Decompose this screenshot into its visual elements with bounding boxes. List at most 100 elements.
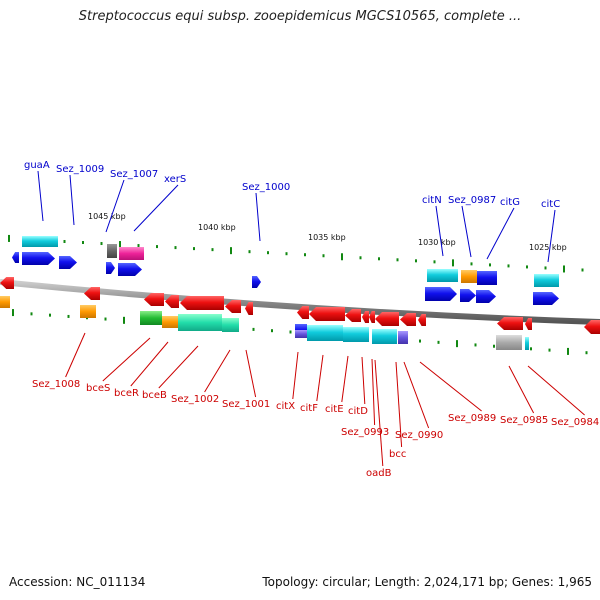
gene-label-Sez_0990[interactable]: Sez_0990 [395,430,443,441]
gene-feature[interactable] [12,252,19,263]
gene-label-guaA[interactable]: guaA [24,160,50,171]
gene-label-Sez_0985[interactable]: Sez_0985 [500,415,548,426]
gene-label-citC[interactable]: citC [541,199,560,210]
gene-feature[interactable] [362,311,369,323]
gene-feature[interactable] [525,318,532,330]
gene-feature[interactable] [534,274,559,287]
leader-line [158,345,199,389]
gene-feature[interactable] [59,256,77,269]
gene-label-Sez_1009[interactable]: Sez_1009 [56,164,104,175]
gene-feature[interactable] [425,287,457,301]
gene-feature[interactable] [477,271,497,285]
ruler-tick [30,312,33,316]
gene-label-citX[interactable]: citX [276,401,295,412]
gene-label-Sez_1008[interactable]: Sez_1008 [32,379,80,390]
gene-feature[interactable] [418,314,426,326]
gene-feature[interactable] [225,300,241,313]
ruler-tick [493,344,495,348]
leader-line [547,209,556,263]
gene-feature[interactable] [525,337,529,350]
gene-feature[interactable] [252,276,261,288]
ruler-tick [415,259,417,263]
gene-feature[interactable] [80,305,96,318]
topology-info: Topology: circular; Length: 2,024,171 bp… [262,575,592,589]
gene-label-Sez_0989[interactable]: Sez_0989 [448,413,496,424]
gene-feature[interactable] [460,289,476,302]
gene-feature[interactable] [84,287,100,300]
gene-feature[interactable] [295,330,307,338]
gene-feature[interactable] [369,311,375,323]
gene-feature[interactable] [497,317,523,330]
ruler-tick [341,253,343,261]
gene-label-Sez_1002[interactable]: Sez_1002 [171,394,219,405]
gene-label-citF[interactable]: citF [300,403,318,414]
gene-label-bceB[interactable]: bceB [142,390,167,401]
ruler-tick [563,265,565,273]
gene-label-Sez_1001[interactable]: Sez_1001 [222,399,270,410]
gene-feature[interactable] [162,316,178,328]
gene-feature[interactable] [372,329,397,344]
gene-feature[interactable] [343,327,369,342]
gene-label-citG[interactable]: citG [500,197,520,208]
gene-label-bcc[interactable]: bcc [389,449,406,460]
gene-feature[interactable] [22,252,55,265]
gene-feature[interactable] [375,312,399,326]
leader-line [461,205,472,258]
gene-feature[interactable] [427,269,458,282]
ruler-tick [548,348,551,352]
gene-feature[interactable] [0,277,14,289]
gene-label-citD[interactable]: citD [348,406,368,417]
leader-line [133,184,179,232]
gene-feature[interactable] [106,262,115,274]
gene-label-Sez_0984[interactable]: Sez_0984 [551,417,599,428]
gene-feature[interactable] [461,270,477,283]
gene-label-Sez_0993[interactable]: Sez_0993 [341,427,389,438]
ruler-tick [67,314,70,318]
gene-label-bceR[interactable]: bceR [114,388,139,399]
gene-feature[interactable] [496,335,522,350]
gene-label-Sez_0987[interactable]: Sez_0987 [448,195,496,206]
gene-label-citN[interactable]: citN [422,195,442,206]
gene-feature[interactable] [165,295,179,308]
gene-feature[interactable] [0,296,10,308]
gene-label-bceS[interactable]: bceS [86,383,110,394]
leader-line [361,356,366,405]
gene-feature[interactable] [309,307,345,321]
gene-feature[interactable] [345,309,361,322]
gene-feature[interactable] [476,290,496,303]
gene-label-Sez_1000[interactable]: Sez_1000 [242,182,290,193]
ruler-tick [289,330,292,334]
leader-line [65,332,86,378]
leader-line [435,205,444,257]
ruler-label: 1040 kbp [198,223,236,232]
gene-feature[interactable] [178,314,222,331]
ruler-tick [530,347,532,351]
gene-feature[interactable] [584,320,600,334]
gene-feature[interactable] [144,293,164,306]
ruler-tick [585,351,588,355]
gene-feature[interactable] [533,292,559,305]
ruler-tick [507,264,510,268]
gene-feature[interactable] [400,313,416,326]
ruler-label: 1030 kbp [418,238,456,247]
gene-feature[interactable] [398,331,408,344]
gene-feature[interactable] [22,236,58,247]
gene-feature[interactable] [297,306,309,319]
gene-feature[interactable] [222,318,239,332]
gene-label-oadB[interactable]: oadB [366,468,392,479]
gene-feature[interactable] [140,311,162,325]
gene-label-Sez_1007[interactable]: Sez_1007 [110,169,158,180]
gene-feature[interactable] [307,325,343,341]
gene-feature[interactable] [107,244,117,258]
gene-feature[interactable] [180,296,224,310]
gene-feature[interactable] [118,263,142,276]
gene-feature[interactable] [245,302,253,315]
gene-label-xerS[interactable]: xerS [164,174,186,185]
ruler-tick [474,343,477,347]
leader-line [374,359,384,467]
gene-label-citE[interactable]: citE [325,404,344,415]
ruler-tick [100,242,103,246]
gene-feature[interactable] [119,247,144,260]
ruler-tick [271,329,273,333]
